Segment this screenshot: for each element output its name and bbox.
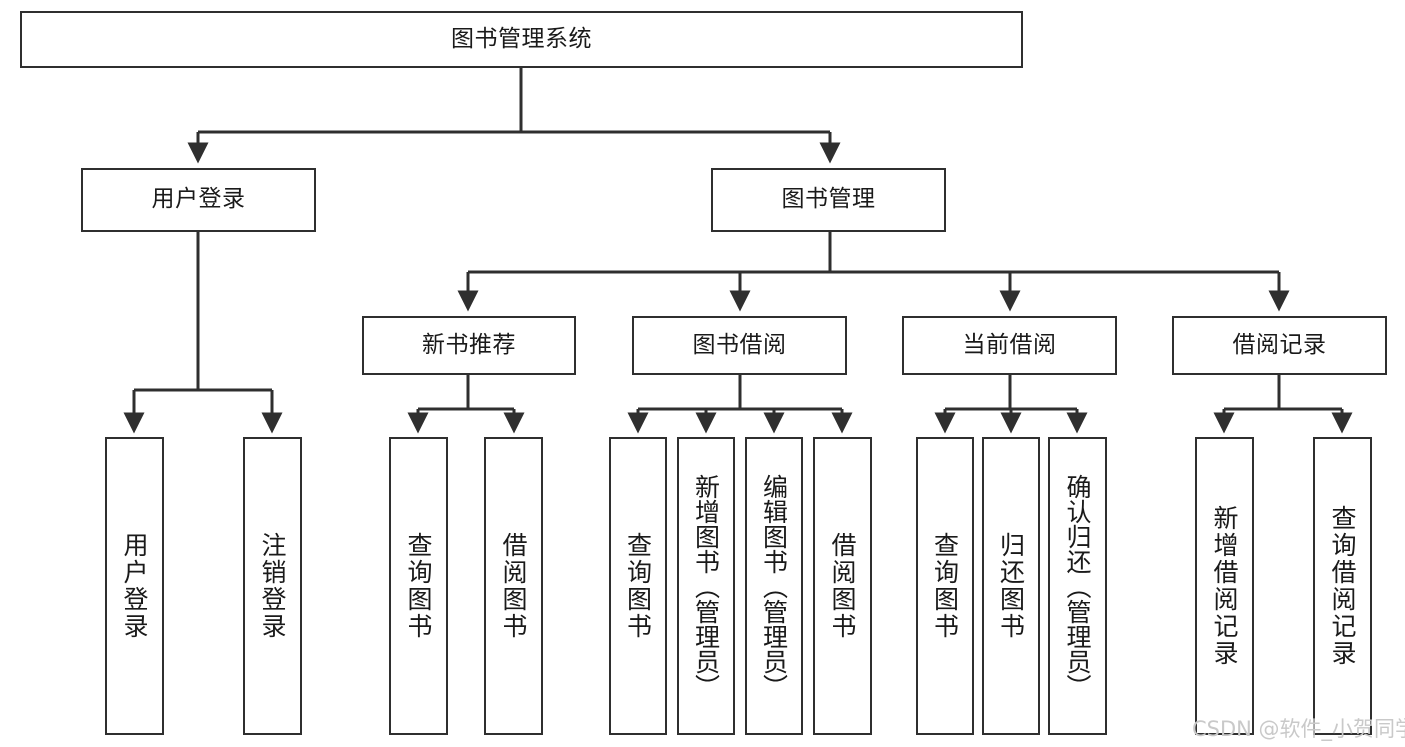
node-leaf-user-login-label: 用户登录 (120, 532, 149, 640)
node-borrow-record-label: 借阅记录 (1232, 331, 1327, 358)
node-leaf-add-book-label: 新增图书（管理员） (691, 473, 721, 699)
node-leaf-return-book-label: 归还图书 (996, 532, 1026, 640)
node-leaf-return-book[interactable]: 归还图书 (982, 437, 1040, 735)
watermark-text: CSDN @软件_小贺同学 (1192, 717, 1405, 741)
node-book-borrow-label: 图书借阅 (692, 331, 787, 358)
node-user-login-label: 用户登录 (151, 186, 246, 213)
node-leaf-logout[interactable]: 注销登录 (243, 437, 302, 735)
node-borrow-record[interactable]: 借阅记录 (1172, 316, 1387, 375)
node-leaf-query-book-1-label: 查询图书 (404, 532, 433, 640)
node-current-borrow[interactable]: 当前借阅 (902, 316, 1117, 375)
node-leaf-add-record-label: 新增借阅记录 (1210, 505, 1239, 667)
node-leaf-user-login[interactable]: 用户登录 (105, 437, 164, 735)
node-leaf-borrow-book-2-label: 借阅图书 (828, 532, 857, 640)
node-book-manage[interactable]: 图书管理 (711, 168, 946, 232)
node-leaf-confirm-return[interactable]: 确认归还（管理员） (1048, 437, 1107, 735)
node-leaf-borrow-book-2[interactable]: 借阅图书 (813, 437, 872, 735)
node-root[interactable]: 图书管理系统 (20, 11, 1023, 68)
node-leaf-query-book-3-label: 查询图书 (930, 532, 960, 640)
node-leaf-query-book-2[interactable]: 查询图书 (609, 437, 667, 735)
node-book-borrow[interactable]: 图书借阅 (632, 316, 847, 375)
node-leaf-borrow-book-1[interactable]: 借阅图书 (484, 437, 543, 735)
node-leaf-borrow-book-1-label: 借阅图书 (499, 532, 528, 640)
node-leaf-query-record-label: 查询借阅记录 (1328, 505, 1357, 667)
node-leaf-add-record[interactable]: 新增借阅记录 (1195, 437, 1254, 735)
node-current-borrow-label: 当前借阅 (962, 331, 1057, 358)
node-leaf-confirm-return-label: 确认归还（管理员） (1063, 473, 1092, 699)
node-leaf-add-book[interactable]: 新增图书（管理员） (677, 437, 735, 735)
node-leaf-logout-label: 注销登录 (258, 532, 287, 640)
node-user-login[interactable]: 用户登录 (81, 168, 316, 232)
node-leaf-query-record[interactable]: 查询借阅记录 (1313, 437, 1372, 735)
node-book-manage-label: 图书管理 (781, 186, 876, 213)
node-leaf-edit-book[interactable]: 编辑图书（管理员） (745, 437, 803, 735)
node-leaf-edit-book-label: 编辑图书（管理员） (759, 473, 789, 699)
node-leaf-query-book-3[interactable]: 查询图书 (916, 437, 974, 735)
node-leaf-query-book-1[interactable]: 查询图书 (389, 437, 448, 735)
node-new-book-rec[interactable]: 新书推荐 (362, 316, 576, 375)
node-leaf-query-book-2-label: 查询图书 (623, 532, 653, 640)
node-root-label: 图书管理系统 (451, 25, 592, 52)
node-new-book-rec-label: 新书推荐 (422, 331, 516, 358)
